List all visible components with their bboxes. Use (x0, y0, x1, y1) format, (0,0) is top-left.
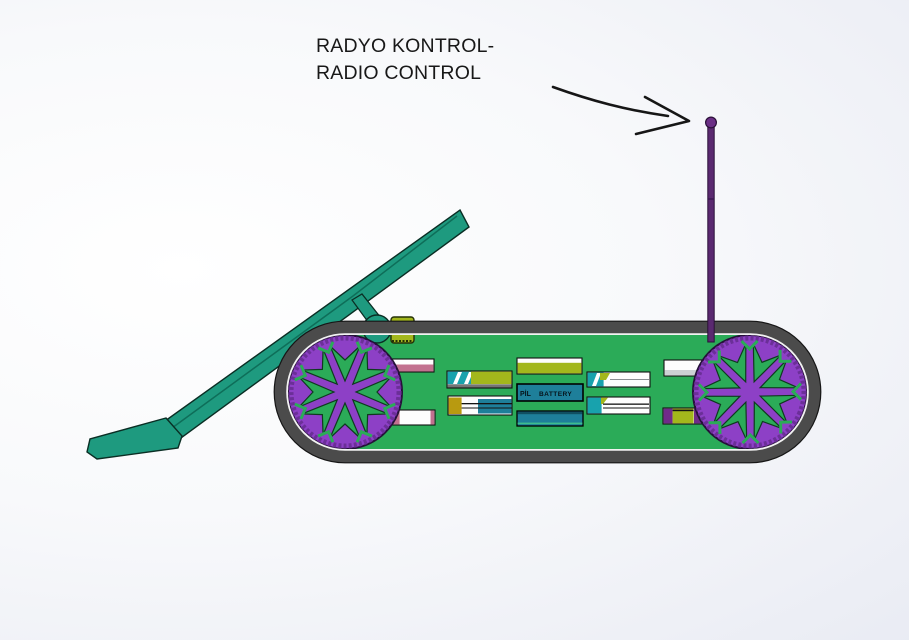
annotation-label: RADYO KONTROL- RADIO CONTROL (316, 33, 494, 87)
antenna-tip (704, 116, 717, 129)
component-right-top (586, 371, 651, 388)
left-wheel (288, 335, 402, 449)
flipper-arm (86, 208, 470, 460)
annotation-line1: RADYO KONTROL- (316, 35, 495, 57)
flipper-arm-edge-line (171, 215, 458, 429)
battery-label-primary: PİL (520, 390, 532, 398)
track (273, 320, 822, 464)
track-belt (274, 321, 821, 463)
component-midleft-top (446, 370, 513, 389)
flipper-arm-lower-segment (86, 417, 183, 460)
annotation-arrow (551, 85, 691, 136)
component-right-bottom (586, 396, 651, 415)
battery: PİL BATTERY (516, 383, 584, 402)
component-center-top (516, 357, 583, 375)
annotation-arrow-head (634, 95, 691, 136)
annotation-arrow-shaft (551, 85, 670, 118)
annotation-line2: RADIO CONTROL (316, 62, 482, 84)
antenna-rod (707, 123, 715, 343)
antenna (704, 116, 717, 343)
battery-label-secondary: BATTERY (539, 391, 572, 398)
component-center-bottom (516, 410, 584, 427)
internal-components: PİL BATTERY (388, 357, 707, 427)
component-midleft-bottom (447, 395, 513, 416)
